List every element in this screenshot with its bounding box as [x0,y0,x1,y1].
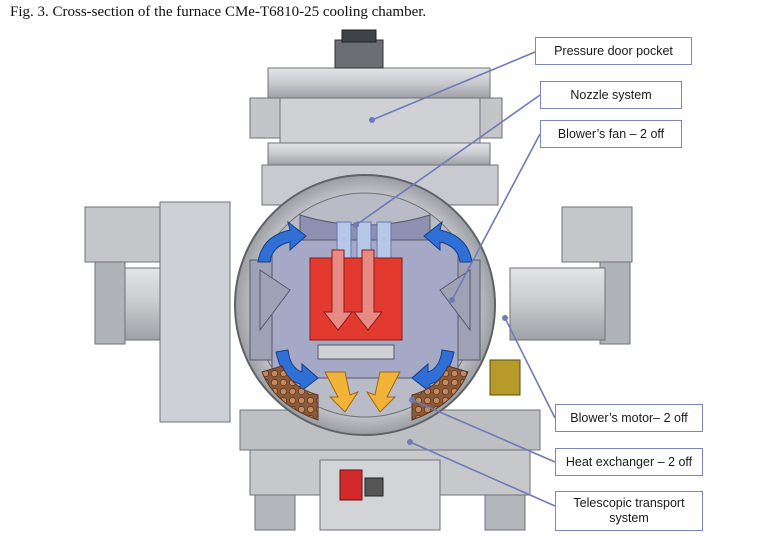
label-telescopic-transport-line1: Telescopic transport [573,496,685,510]
load-support [317,344,395,360]
callout-nozzle-system: Nozzle system [540,81,682,109]
label-pressure-door-pocket: Pressure door pocket [554,43,673,58]
nozzle-system [299,214,431,263]
leader-lines [355,51,556,507]
gas-flow-arrows-yellow [324,371,401,413]
figure-caption: Fig. 3. Cross-section of the furnace CMe… [10,4,427,20]
label-nozzle-system: Nozzle system [570,87,652,102]
label-heat-exchanger: Heat exchanger – 2 off [565,454,693,469]
blower-fan-left [259,269,291,332]
label-blowers-fan: Blower’s fan – 2 off [557,126,665,141]
leader-endpoints [353,117,508,445]
heat-exchanger-left [261,365,319,421]
callout-blowers-fan: Blower’s fan – 2 off [540,120,682,148]
callout-blowers-motor: Blower’s motor– 2 off [555,404,703,432]
left-blower-motor [84,201,231,423]
label-telescopic-transport-line2: system [609,511,649,525]
hot-zone [309,257,403,341]
label-blowers-motor: Blower’s motor– 2 off [570,410,688,425]
callout-pressure-door-pocket: Pressure door pocket [535,37,692,65]
callout-heat-exchanger: Heat exchanger – 2 off [555,448,703,476]
base-frame [239,409,541,531]
right-blower-motor [489,206,633,396]
gas-flow-arrows-down [322,249,384,331]
gas-flow-arrows-blue [257,220,473,394]
callout-telescopic-transport: Telescopic transport system [555,491,703,531]
